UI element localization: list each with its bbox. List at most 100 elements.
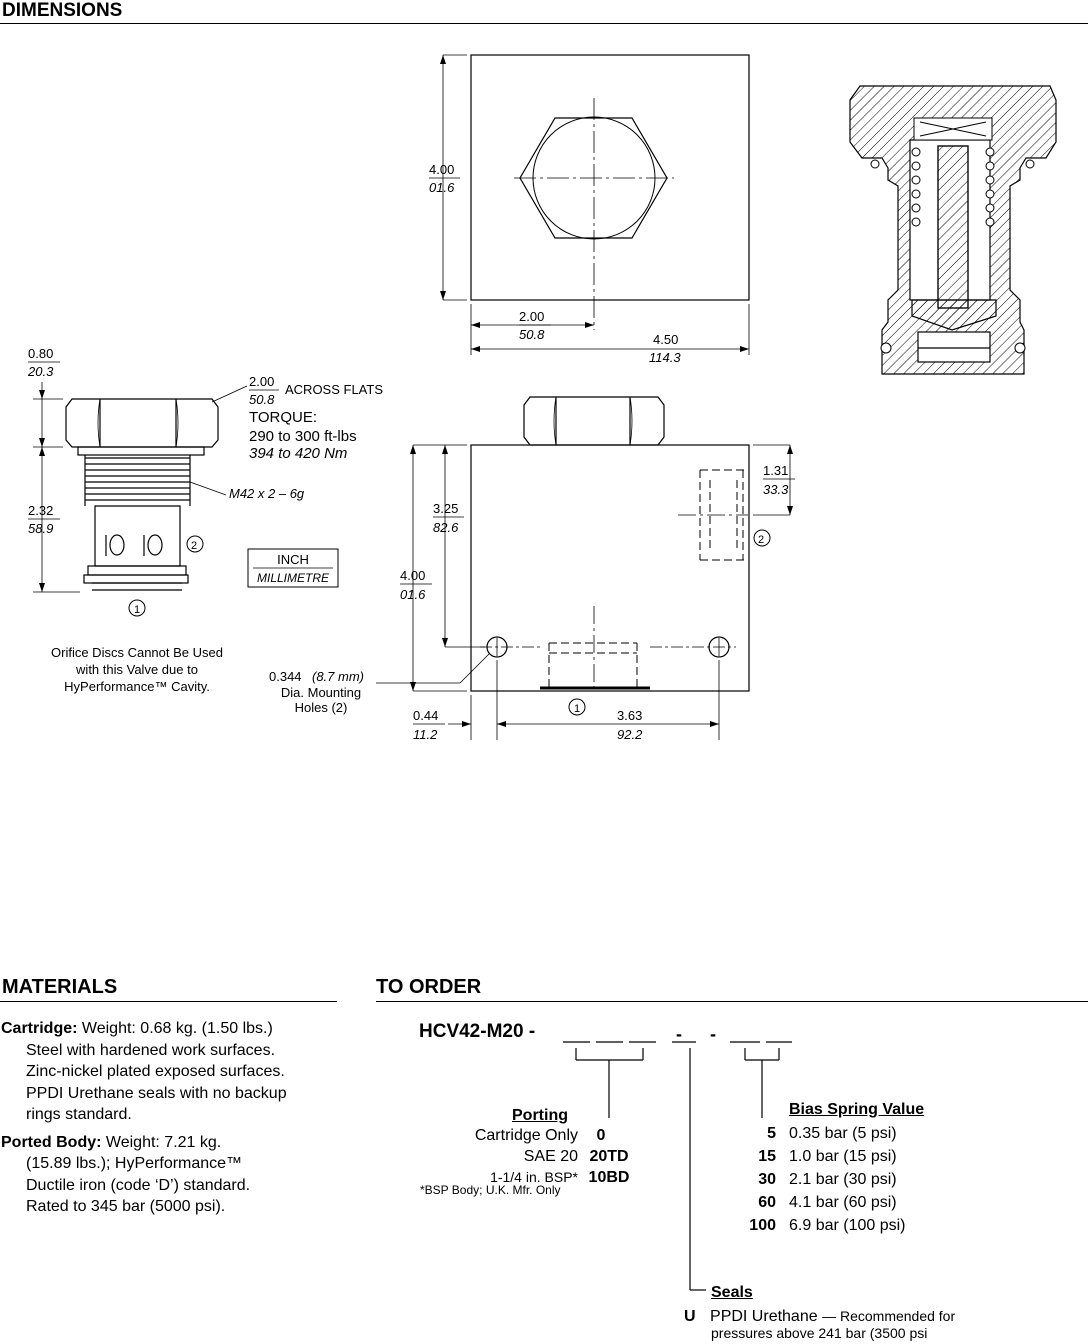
cart-head-in: 0.80 [28,346,53,361]
body-depth-mm: 33.3 [763,482,789,497]
torque-label: TORQUE: [249,409,317,426]
porting-option-code: 0 [596,1127,606,1144]
body-line-0: Weight: 7.21 kg. [105,1133,222,1151]
body-port2: 2 [758,534,764,546]
order-code: HCV42-M20 - [419,1021,536,1042]
orifice-note-1: Orifice Discs Cannot Be Used [51,645,223,660]
flats-mm: 50.8 [249,392,275,407]
body-port-mm: 82.6 [433,520,459,535]
top-width-in: 4.50 [653,332,678,347]
svg-text:-: - [710,1024,716,1044]
dimensions-drawing: 4.00 01.6 2.00 50.8 4.50 114.3 [27,54,1057,742]
hole-dia: 0.344 [269,669,302,684]
body-line-3: Rated to 345 bar (5000 psi). [26,1198,226,1215]
seals-heading: Seals [711,1284,753,1301]
body-depth-in: 1.31 [763,463,788,478]
top-height-mm: 01.6 [429,180,455,195]
bias-option-code: 5 [767,1125,776,1142]
unit-key-box [247,548,339,588]
bias-option-label: 0.35 bar (5 psi) [789,1125,897,1142]
flats-in: 2.00 [249,374,274,389]
cart-length-in: 2.32 [28,503,53,518]
top-width-mm: 114.3 [649,350,681,365]
seals-note-2: pressures above 241 bar (3500 psi [711,1325,928,1341]
bias-option-code: 30 [758,1171,776,1188]
bias-option-label: 2.1 bar (30 psi) [789,1171,897,1188]
bias-option: 5 0.35 bar (5 psi) [730,1123,1030,1146]
porting-option-code: 20TD [589,1148,629,1165]
porting-heading: Porting [512,1107,568,1124]
bias-option: 100 6.9 bar (100 psi) [730,1215,1030,1238]
body-line-1: (15.89 lbs.); HyPerformance™ [26,1155,243,1172]
valve-cross-section [849,85,1057,375]
cartridge-label: Cartridge: [1,1020,78,1037]
cartridge-line-0: Weight: 0.68 kg. (1.50 lbs.) [81,1020,273,1037]
cart-length-mm: 58.9 [28,521,53,536]
to-order-title: TO ORDER [376,976,482,998]
body-height-mm: 01.6 [400,587,426,602]
bias-option: 30 2.1 bar (30 psi) [730,1169,1030,1192]
body-front-view [376,396,793,740]
top-view [440,54,750,355]
hole-dia-mm: (8.7 mm) [312,669,364,684]
dimensions-rule [0,23,1088,24]
materials-rule [0,1001,337,1002]
bias-option-label: 1.0 bar (15 psi) [789,1148,897,1165]
porting-option: SAE 20 20TD [420,1146,650,1167]
porting-option-label: 1-1/4 in. BSP* [490,1169,578,1185]
top-half-in: 2.00 [519,309,544,324]
bias-option-label: 4.1 bar (60 psi) [789,1194,897,1211]
bias-option: 15 1.0 bar (15 psi) [730,1146,1030,1169]
svg-text:-: - [676,1024,682,1044]
bias-option-label: 6.9 bar (100 psi) [789,1217,906,1234]
cartridge-line-1: Steel with hardened work surfaces. [26,1041,276,1059]
bias-options: 5 0.35 bar (5 psi) 15 1.0 bar (15 psi) 3… [730,1123,1030,1238]
torque-nm: 394 to 420 Nm [249,445,347,462]
bias-option-code: 15 [758,1148,776,1165]
body-port1: 1 [574,703,580,715]
cartridge-line-4: rings standard. [26,1106,132,1123]
cart-port2: 2 [191,540,197,552]
cartridge-line-2: Zinc-nickel plated exposed surfaces. [26,1063,285,1080]
holes-mm: 92.2 [617,727,643,742]
porting-option-code: 10BD [588,1169,630,1186]
seals-note-1: — Recommended for [822,1308,956,1324]
bias-option: 60 4.1 bar (60 psi) [730,1192,1030,1215]
porting-note: *BSP Body; U.K. Mfr. Only [420,1183,561,1197]
body-line-2: Ductile iron (code ‘D’) standard. [26,1176,251,1194]
orifice-note-3: HyPerformance™ Cavity. [64,679,210,694]
body-port-in: 3.25 [433,501,458,516]
dimensions-title: DIMENSIONS [2,0,123,21]
porting-option-label: SAE 20 [523,1148,578,1165]
body-height-in: 4.00 [400,568,425,583]
edge-mm: 11.2 [413,727,438,742]
seals-code: U [684,1308,696,1325]
hole-label-2: Holes (2) [295,700,348,715]
body-label: Ported Body: [1,1133,102,1151]
to-order-rule [376,1001,1088,1002]
bias-heading: Bias Spring Value [789,1101,925,1118]
order-code-diagram: - - [563,1024,792,1291]
porting-options: Cartridge Only 0 SAE 20 20TD 1-1/4 in. B… [420,1125,650,1188]
top-height-in: 4.00 [429,162,454,177]
materials-body: Cartridge: Weight: 0.68 kg. (1.50 lbs.) … [1,1018,341,1218]
cart-head-mm: 20.3 [27,364,54,379]
edge-in: 0.44 [413,708,438,723]
thread-spec: M42 x 2 – 6g [229,486,305,501]
orifice-note-2: with this Valve due to [75,662,198,677]
seals-option: U PPDI Urethane — Recommended for [684,1306,1084,1327]
cartridge-side-view [33,382,248,617]
cart-port1: 1 [134,604,140,616]
unit-key-inch: INCH [277,552,309,567]
cartridge-line-3: PPDI Urethane seals with no backup [26,1084,287,1102]
porting-option: 1-1/4 in. BSP* 10BD [420,1167,650,1188]
torque-ftlbs: 290 to 300 ft-lbs [249,428,357,445]
materials-title: MATERIALS [2,976,118,998]
hole-label-1: Dia. Mounting [281,685,361,700]
flats-label: ACROSS FLATS [285,382,383,397]
bias-option-code: 60 [758,1194,776,1211]
porting-option-label: Cartridge Only [474,1127,578,1144]
top-half-mm: 50.8 [519,327,545,342]
seals-label: PPDI Urethane [710,1308,818,1325]
porting-option: Cartridge Only 0 [420,1125,650,1146]
